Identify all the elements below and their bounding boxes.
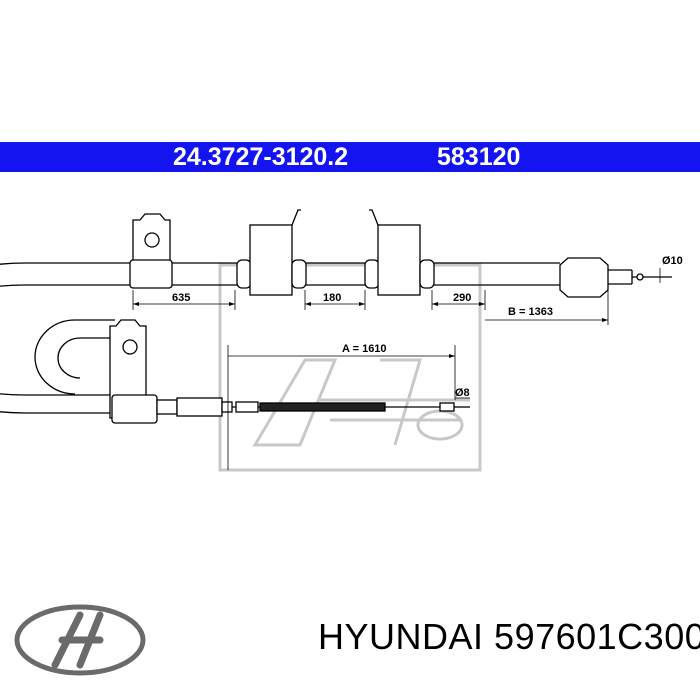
dia-10-label: Ø10 — [662, 255, 683, 267]
dia-8-label: Ø8 — [455, 387, 470, 399]
outer-cable — [0, 262, 140, 414]
alt-code: 583120 — [437, 143, 521, 171]
ate-logo-watermark — [218, 263, 482, 472]
cable-diagram: 635 180 290 B = 1363 A = 1610 Ø10 Ø8 — [0, 209, 683, 472]
dim-a-label: A = 1610 — [342, 343, 387, 355]
dim-180-label: 180 — [323, 292, 341, 304]
brand-part-label: HYUNDAI 597601C300 — [318, 616, 700, 658]
dim-290-label: 290 — [453, 292, 471, 304]
part-number: 597601C300 — [494, 616, 700, 657]
hyundai-logo-icon — [14, 604, 146, 676]
brand-name: HYUNDAI — [318, 616, 484, 657]
dimension-arrows — [133, 302, 608, 358]
lower-assembly — [109, 319, 470, 424]
header-band: 24.3727-3120.2 583120 — [0, 142, 700, 172]
dim-b-label: B = 1363 — [508, 306, 553, 318]
dimension-lines — [132, 268, 661, 470]
part-code: 24.3727-3120.2 — [173, 143, 349, 171]
upper-sheath — [129, 209, 672, 298]
dim-635-label: 635 — [172, 292, 190, 304]
